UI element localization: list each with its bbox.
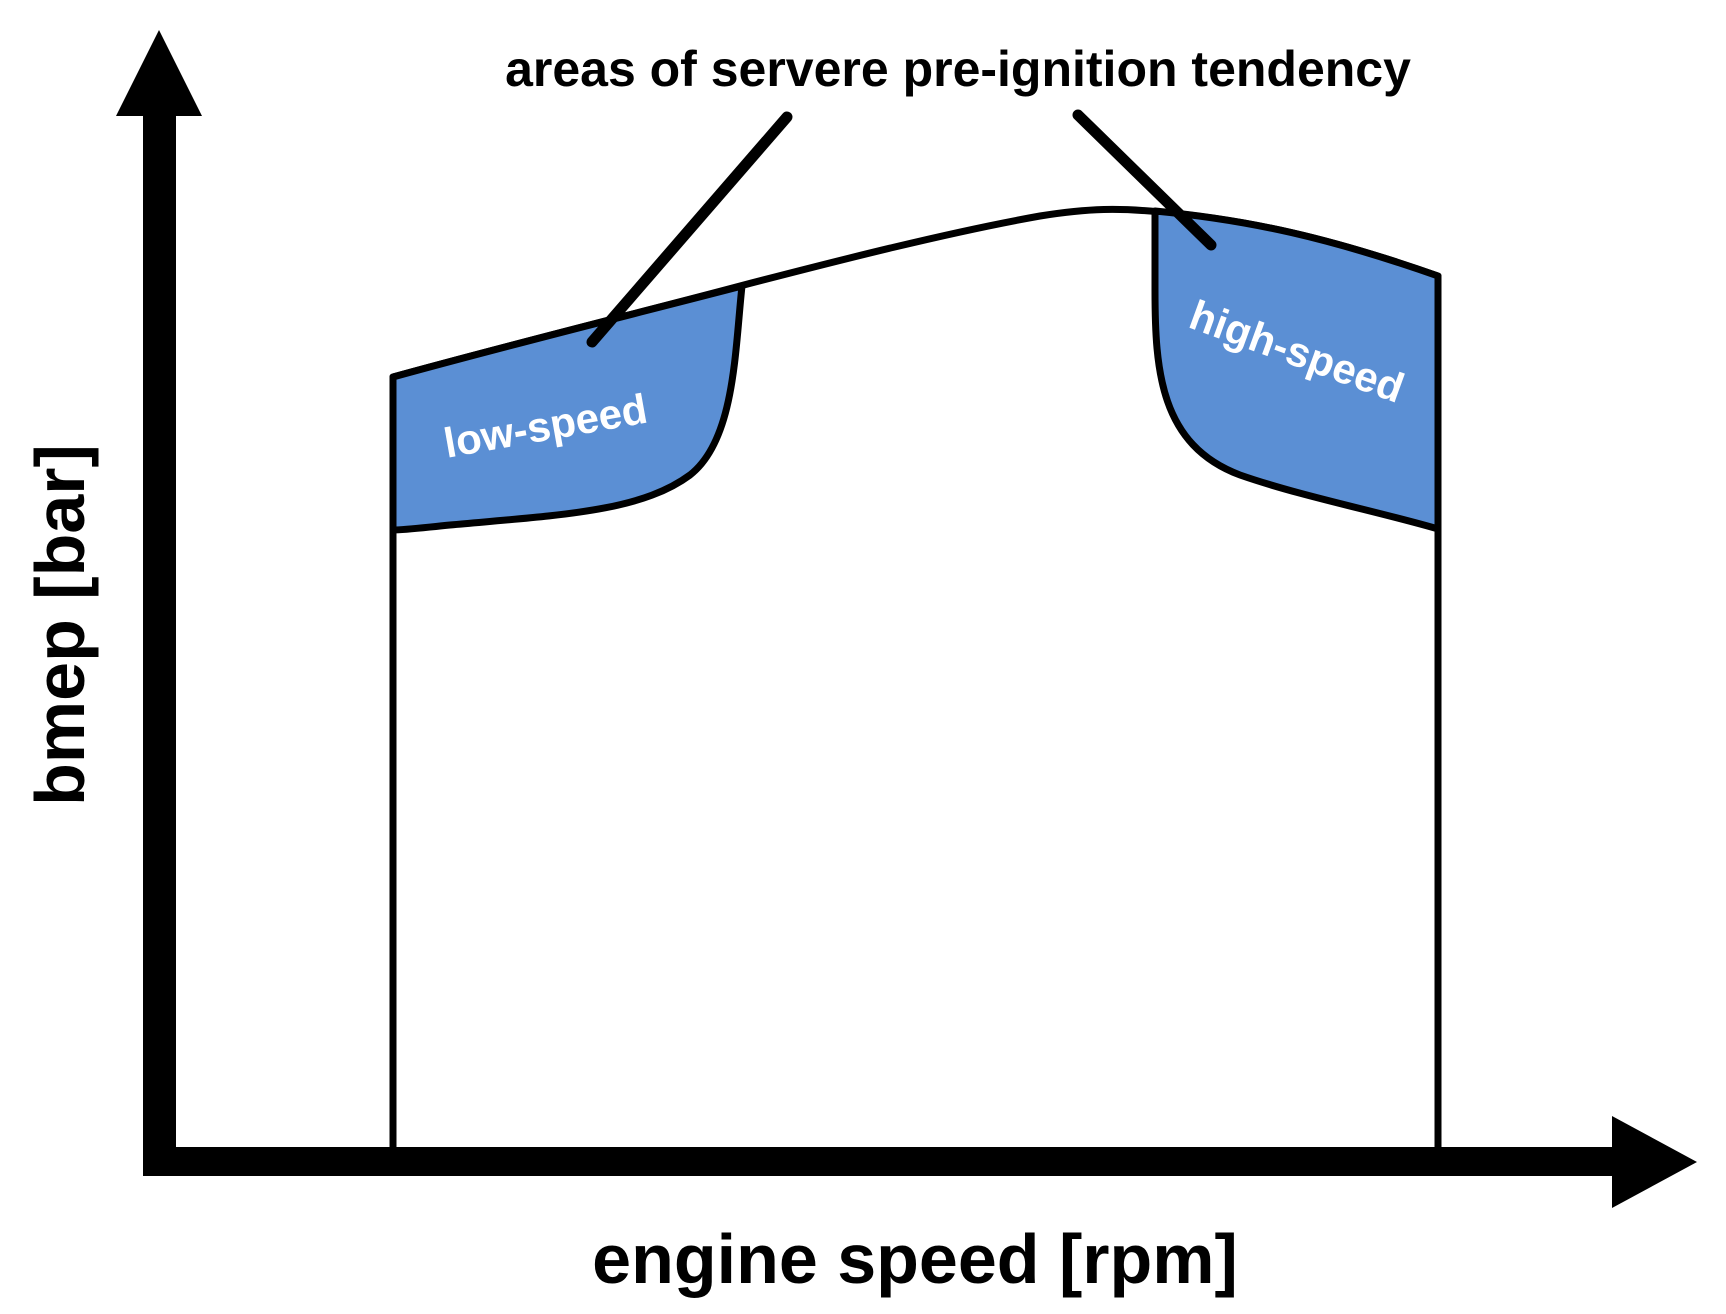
callout-line-high-speed: [1072, 109, 1217, 251]
y-axis-arrowhead: [116, 30, 202, 116]
high-speed-region: [1151, 207, 1442, 533]
y-axis-line: [143, 110, 176, 1170]
x-axis-label: engine speed [rpm]: [592, 1220, 1238, 1298]
y-axis: [116, 30, 202, 1170]
low-speed-region: [389, 282, 746, 534]
diagram-title: areas of servere pre-ignition tendency: [505, 41, 1411, 97]
callout-line-low-speed: [586, 111, 793, 348]
x-axis: [143, 1116, 1697, 1208]
y-axis-label: bmep [bar]: [21, 444, 99, 806]
x-axis-arrowhead: [1612, 1116, 1697, 1208]
x-axis-line: [143, 1147, 1623, 1176]
